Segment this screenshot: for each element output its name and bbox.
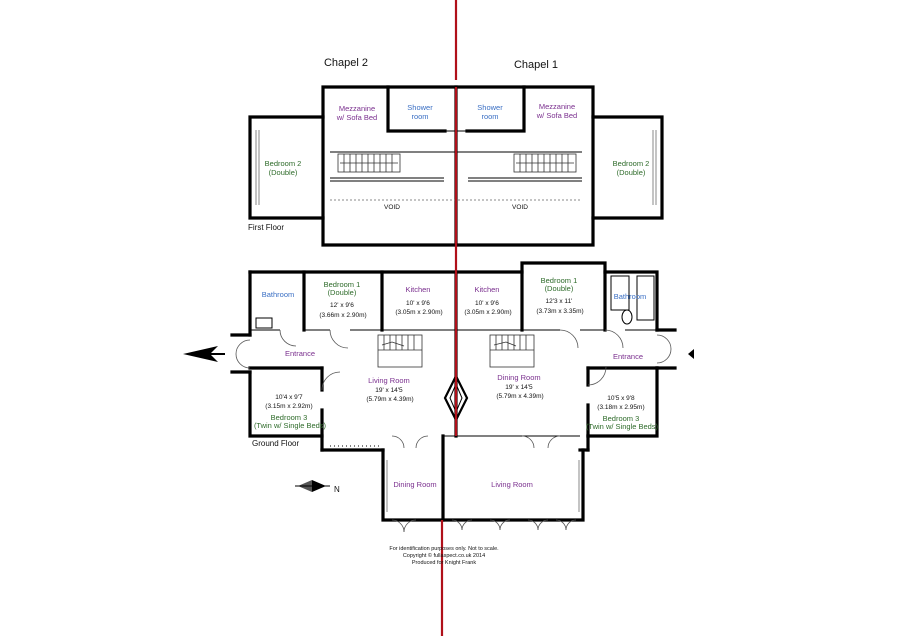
footer-notes: For identification purposes only. Not to…: [389, 546, 499, 566]
room-bedroom2-right: Bedroom 2(Double): [613, 159, 650, 177]
room-kitchen-left: Kitchen 10' x 9'6 (3.05m x 2.90m): [395, 285, 442, 316]
room-bathroom-right: Bathroom: [614, 292, 647, 301]
entrance-arrow-right-icon: [688, 349, 694, 359]
heading-chapel-2: Chapel 2: [324, 57, 368, 69]
footer-line-1: For identification purposes only. Not to…: [389, 546, 499, 552]
compass-label: N: [334, 485, 340, 494]
footer-line-2: Copyright © fullaspect.co.uk 2014: [403, 552, 485, 559]
room-bedroom3-left: 10'4 x 9'7 (3.15m x 2.92m) Bedroom 3 (Tw…: [254, 392, 327, 430]
label-first-floor: First Floor: [248, 223, 284, 232]
room-dining-right: Dining Room 19' x 14'5 (5.79m x 4.39m): [496, 373, 543, 400]
room-living-left: Living Room 19' x 14'5 (5.79m x 4.39m): [366, 376, 413, 403]
void-left: VOID: [384, 204, 400, 211]
room-living-bay: Living Room: [491, 480, 533, 489]
room-bedroom3-right: 10'5 x 9'8 (3.18m x 2.95m) Bedroom 3 (Tw…: [586, 393, 659, 431]
label-ground-floor: Ground Floor: [252, 439, 299, 448]
room-bedroom1-right: Bedroom 1 (Double) 12'3 x 11' (3.73m x 3…: [536, 276, 583, 315]
compass-icon: [295, 474, 330, 498]
room-kitchen-right: Kitchen 10' x 9'6 (3.05m x 2.90m): [464, 285, 511, 316]
void-right: VOID: [512, 204, 528, 211]
room-bathroom-left: Bathroom: [262, 290, 295, 299]
room-bedroom1-left: Bedroom 1 (Double) 12' x 9'6 (3.66m x 2.…: [319, 280, 366, 319]
footer-line-3: Produced for Knight Frank: [412, 560, 476, 566]
room-entrance-right: Entrance: [613, 352, 643, 361]
room-bedroom2-left: Bedroom 2(Double): [265, 159, 302, 177]
room-entrance-left: Entrance: [285, 349, 315, 358]
room-dining-bay: Dining Room: [393, 480, 436, 489]
heading-chapel-1: Chapel 1: [514, 59, 558, 71]
entrance-arrow-left-icon: [183, 346, 225, 362]
